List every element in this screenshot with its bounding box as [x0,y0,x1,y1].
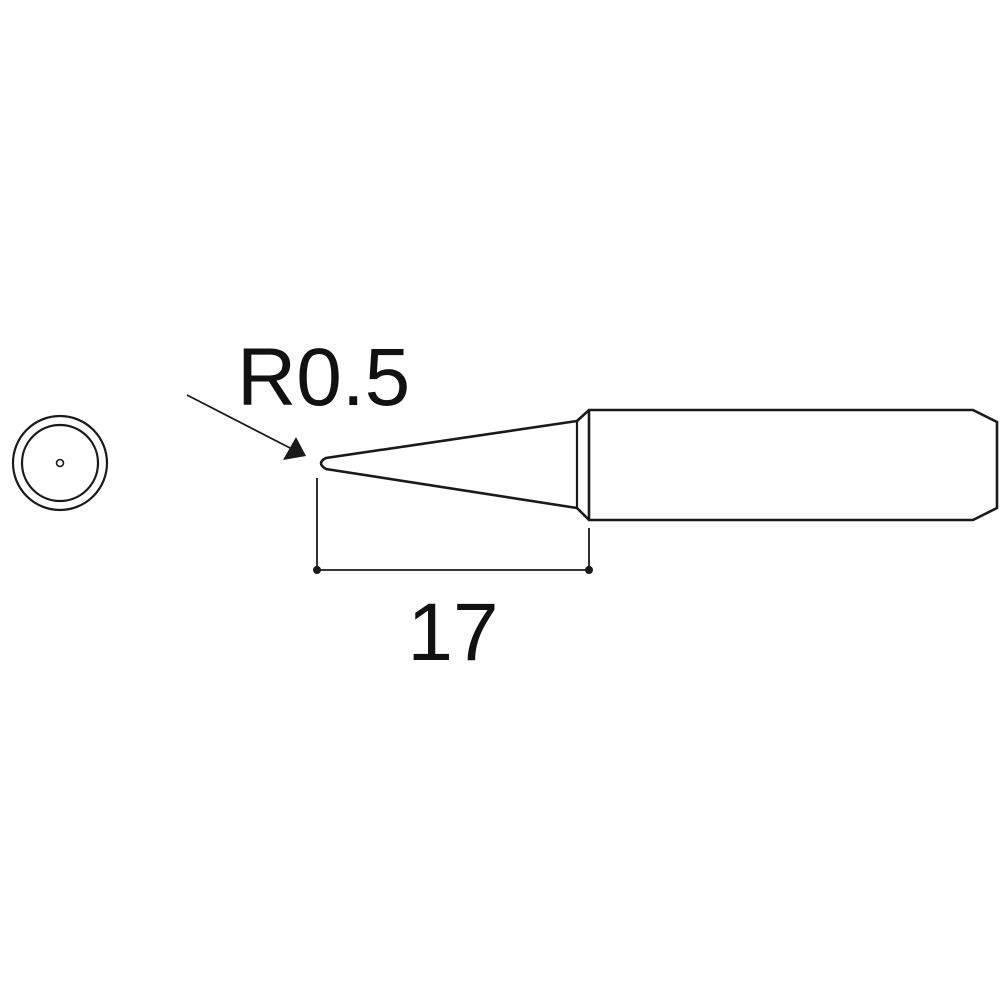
side-view [319,408,999,522]
shaft-outline [576,408,999,522]
dimension-dot-left [313,566,321,574]
dimension-dot-right [585,566,593,574]
leader-line [186,394,293,450]
radius-leader [186,394,306,460]
radius-label: R0.5 [237,332,410,423]
leader-arrowhead-icon [283,437,306,460]
end-view [11,414,109,512]
length-label: 17 [407,587,498,678]
tip-cone-outline [319,419,578,510]
end-view-outer-circle [11,414,109,512]
length-dimension [313,478,593,574]
end-view-inner-circle [20,423,100,503]
end-view-center-point [55,458,65,468]
